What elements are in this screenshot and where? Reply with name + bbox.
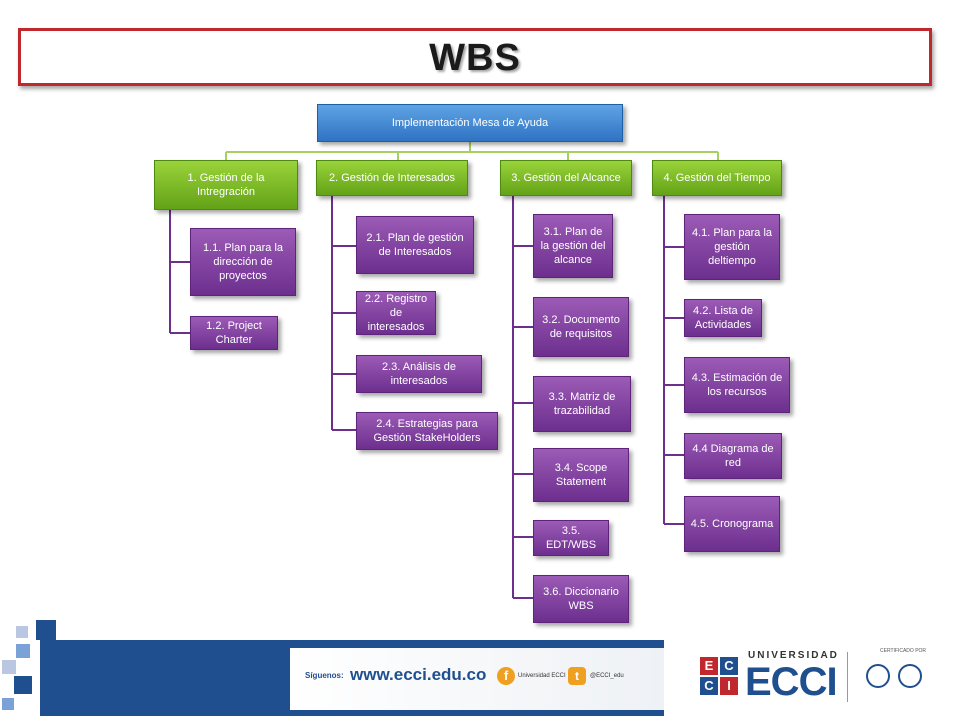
certification-badge-icon xyxy=(898,664,922,688)
decor-square xyxy=(14,676,32,694)
task-node-4-2: 4.2. Lista de Actividades xyxy=(684,299,762,337)
twitter-label[interactable]: @ECCI_edu xyxy=(590,673,624,679)
wbs-root-node: Implementación Mesa de Ayuda xyxy=(317,104,623,142)
decor-square xyxy=(36,620,56,640)
task-node-1-2: 1.2. Project Charter xyxy=(190,316,278,350)
follow-label: Síguenos: xyxy=(305,671,344,680)
decor-square xyxy=(2,698,14,710)
task-node-4-5: 4.5. Cronograma xyxy=(684,496,780,552)
task-node-2-3: 2.3. Análisis de interesados xyxy=(356,355,482,393)
task-node-2-1: 2.1. Plan de gestión de Interesados xyxy=(356,216,474,274)
logo-letter: E xyxy=(700,657,718,675)
certification-badge-icon xyxy=(866,664,890,688)
task-node-2-4: 2.4. Estrategias para Gestión StakeHolde… xyxy=(356,412,498,450)
title-frame: WBS xyxy=(18,28,932,86)
decor-square xyxy=(16,644,30,658)
task-node-3-4: 3.4. Scope Statement xyxy=(533,448,629,502)
facebook-icon[interactable]: f xyxy=(497,667,515,685)
page-title: WBS xyxy=(429,37,521,79)
facebook-label[interactable]: Universidad ECCI xyxy=(518,673,566,679)
task-node-3-2: 3.2. Documento de requisitos xyxy=(533,297,629,357)
logo-letter: C xyxy=(720,657,738,675)
task-node-4-1: 4.1. Plan para la gestión deltiempo xyxy=(684,214,780,280)
twitter-icon[interactable]: t xyxy=(568,667,586,685)
task-node-3-3: 3.3. Matriz de trazabilidad xyxy=(533,376,631,432)
ecci-logo-mark: E C C I xyxy=(700,657,740,697)
logo-letter: I xyxy=(720,677,738,695)
certified-label: CERTIFICADO POR xyxy=(880,648,927,654)
university-name: ECCI xyxy=(745,660,838,704)
footer-divider xyxy=(847,652,848,702)
task-node-3-6: 3.6. Diccionario WBS xyxy=(533,575,629,623)
task-node-4-3: 4.3. Estimación de los recursos xyxy=(684,357,790,413)
footer-social-panel xyxy=(290,648,664,710)
decor-square xyxy=(2,660,16,674)
branch-node-tiempo: 4. Gestión del Tiempo xyxy=(652,160,782,196)
branch-node-integracion: 1. Gestión de la Intregración xyxy=(154,160,298,210)
university-label: UNIVERSIDAD xyxy=(748,650,839,661)
task-node-3-1: 3.1. Plan de la gestión del alcance xyxy=(533,214,613,278)
branch-node-alcance: 3. Gestión del Alcance xyxy=(500,160,632,196)
website-link[interactable]: www.ecci.edu.co xyxy=(350,665,487,684)
logo-letter: C xyxy=(700,677,718,695)
task-node-4-4: 4.4 Diagrama de red xyxy=(684,433,782,479)
task-node-3-5: 3.5. EDT/WBS xyxy=(533,520,609,556)
branch-node-interesados: 2. Gestión de Interesados xyxy=(316,160,468,196)
task-node-2-2: 2.2. Registro de interesados xyxy=(356,291,436,335)
task-node-1-1: 1.1. Plan para la dirección de proyectos xyxy=(190,228,296,296)
decor-square xyxy=(16,626,28,638)
wbs-connectors xyxy=(169,142,719,599)
